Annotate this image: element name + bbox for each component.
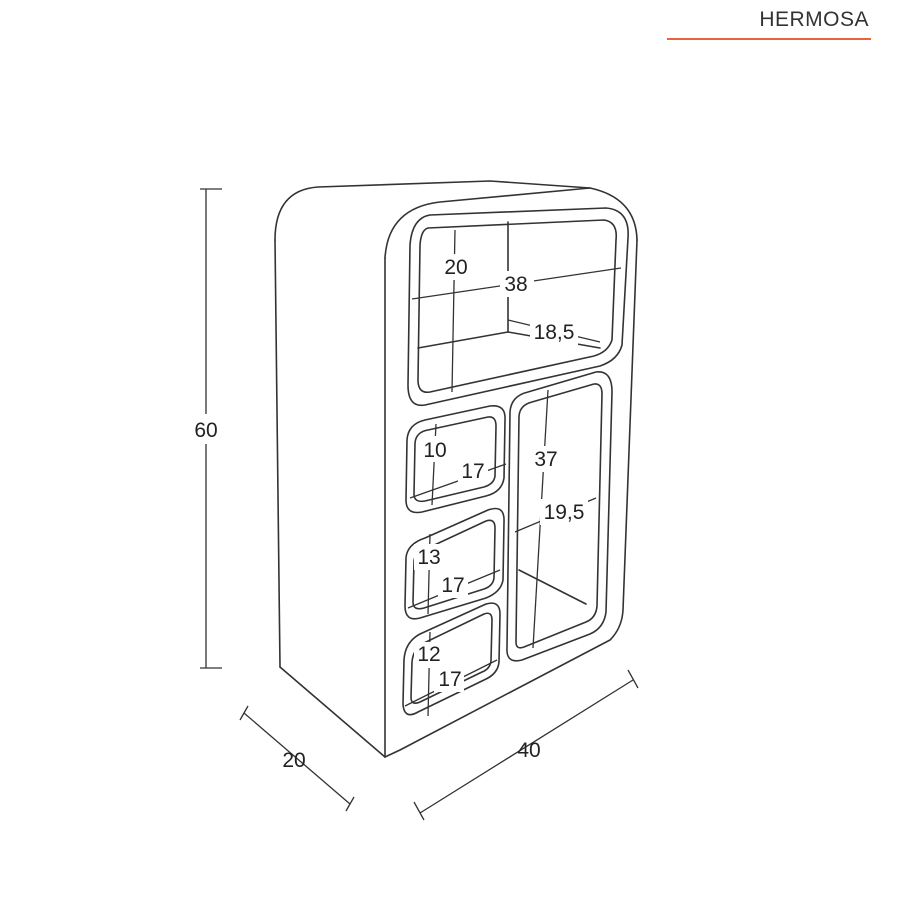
label-bg-small2-height: [414, 544, 444, 570]
small-compartment-3-inner: [410, 612, 493, 704]
brand-name: HERMOSA: [759, 8, 869, 31]
label-bg-tall-depth: [540, 499, 588, 525]
label-small2-width: 17: [441, 574, 464, 597]
label-bg-tall-height: [530, 446, 562, 472]
tall-compartment: [506, 371, 613, 662]
label-bg-small2-width: [438, 572, 468, 598]
brand-header: HERMOSA: [667, 8, 871, 40]
dim-line-overall-width: [419, 679, 634, 814]
label-small3-height: 12: [417, 643, 440, 666]
label-bg-top-depth: [530, 319, 578, 345]
top-compartment-shelf-back: [417, 331, 509, 349]
label-small1-height: 10: [423, 439, 446, 462]
dim-tick-width-a: [413, 801, 425, 821]
tall-compartment-inner: [515, 383, 603, 649]
small-compartment-2: [404, 507, 505, 620]
bookcase-bottom-side-edge: [279, 666, 386, 758]
label-overall-width: 40: [517, 739, 540, 762]
brand-underline: [667, 38, 871, 40]
dim-tick-depth-a: [239, 705, 249, 721]
label-small1-width: 17: [461, 460, 484, 483]
dimension-labels: 60 20 40 20 38 18,5 10 17 13 17 12 17 37…: [186, 254, 588, 772]
label-bg-small1-height: [420, 436, 450, 462]
dim-line-overall-depth: [243, 712, 351, 805]
bookcase-back-left-edge: [274, 239, 281, 668]
bookcase-front-bottom-edge: [384, 239, 638, 758]
label-overall-depth: 20: [282, 749, 305, 772]
bookcase-top-edge: [274, 180, 638, 241]
label-bg-overall-height: [186, 414, 226, 444]
label-bg-small1-width: [458, 458, 488, 484]
bookcase-front-top: [384, 187, 591, 259]
label-bg-small3-height: [414, 642, 444, 668]
label-top-depth: 18,5: [534, 321, 575, 344]
label-top-width: 38: [504, 273, 527, 296]
label-bg-small3-width: [434, 666, 464, 692]
top-compartment-inner: [417, 219, 618, 394]
dim-tick-depth-b: [345, 796, 355, 812]
label-small2-height: 13: [417, 546, 440, 569]
tall-compartment-floor-back: [518, 569, 587, 605]
label-top-height: 20: [444, 256, 467, 279]
top-compartment: [407, 207, 629, 407]
small-compartment-1: [405, 404, 506, 514]
label-bg-top-width: [500, 271, 534, 297]
label-tall-depth: 19,5: [544, 501, 585, 524]
small-compartment-3: [402, 602, 501, 716]
small-compartment-1-inner: [413, 416, 497, 503]
label-small3-width: 17: [438, 668, 461, 691]
label-bg-top-height: [440, 254, 474, 280]
label-overall-height: 60: [194, 419, 217, 442]
dim-tick-width-b: [627, 669, 639, 689]
label-tall-height: 37: [534, 448, 557, 471]
